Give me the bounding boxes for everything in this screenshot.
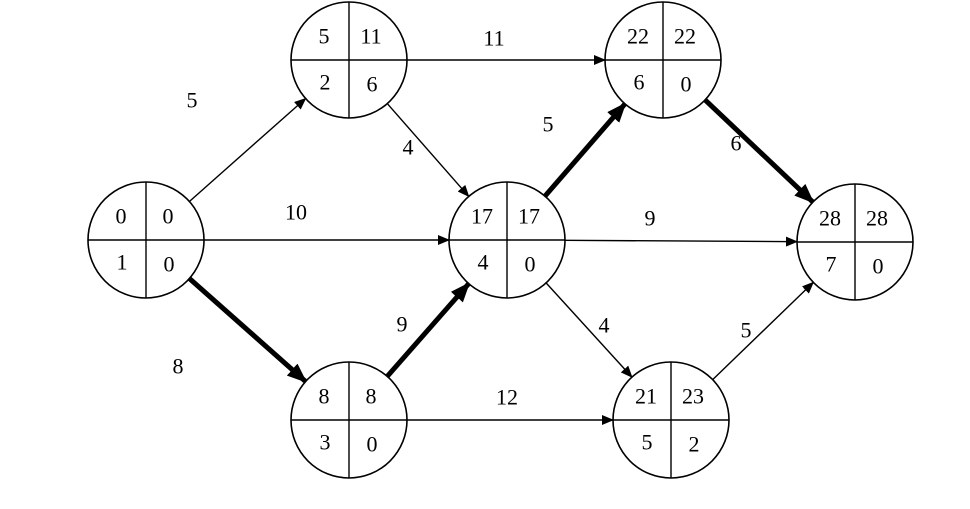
edge-duration-label: 4 xyxy=(403,135,414,160)
node-cell-top-left: 28 xyxy=(819,206,841,231)
edge-2-4 xyxy=(386,103,470,198)
node-cell-top-right: 28 xyxy=(866,206,888,231)
edge-4-7 xyxy=(564,236,799,247)
node-cell-top-right: 17 xyxy=(518,204,540,229)
event-node-5: 21 23 5 2 xyxy=(612,361,730,479)
event-node-1: 0 0 1 0 xyxy=(87,181,205,299)
edge-1-3-critical xyxy=(187,276,308,384)
node-cell-top-left: 8 xyxy=(319,384,330,409)
node-cell-bottom-right: 0 xyxy=(164,252,175,277)
node-cell-bottom-right: 0 xyxy=(367,432,378,457)
edge-4-5 xyxy=(545,282,633,378)
node-cell-top-right: 22 xyxy=(674,24,696,49)
edge-duration-label: 12 xyxy=(496,385,518,410)
edge-duration-label: 5 xyxy=(741,318,752,343)
event-node-4: 17 17 4 0 xyxy=(448,181,566,299)
edge-6-7-critical xyxy=(703,98,815,204)
node-cell-bottom-right: 2 xyxy=(689,432,700,457)
edge-3-4-critical xyxy=(385,281,471,379)
node-cell-top-left: 21 xyxy=(635,384,657,409)
node-cell-top-right: 0 xyxy=(163,204,174,229)
edge-duration-label: 9 xyxy=(645,206,656,231)
node-cell-bottom-left: 3 xyxy=(320,430,331,455)
edge-duration-label: 10 xyxy=(285,200,307,225)
node-cell-bottom-left: 2 xyxy=(320,70,331,95)
node-cell-top-right: 11 xyxy=(360,24,381,49)
node-cell-bottom-left: 7 xyxy=(826,252,837,277)
edge-duration-label: 5 xyxy=(187,88,198,113)
node-cell-bottom-left: 5 xyxy=(642,430,653,455)
node-cell-bottom-left: 4 xyxy=(478,250,489,275)
node-cell-bottom-right: 6 xyxy=(367,72,378,97)
edge-duration-label: 6 xyxy=(731,131,742,156)
event-node-2: 5 11 2 6 xyxy=(290,1,408,119)
node-cell-top-left: 0 xyxy=(116,204,127,229)
node-cell-top-right: 8 xyxy=(366,384,377,409)
edge-5-7 xyxy=(712,281,815,381)
event-node-6: 22 22 6 0 xyxy=(604,1,722,119)
edge-duration-label: 9 xyxy=(397,312,408,337)
node-cell-top-left: 5 xyxy=(319,24,330,49)
node-cell-bottom-left: 1 xyxy=(117,250,128,275)
node-cell-bottom-right: 0 xyxy=(873,254,884,279)
node-cell-bottom-right: 0 xyxy=(681,72,692,97)
edge-labels-layer: 5 10 8 11 4 9 12 5 9 4 6 5 xyxy=(173,26,752,410)
event-node-7: 28 28 7 0 xyxy=(796,183,914,301)
node-cell-top-left: 22 xyxy=(627,24,649,49)
edge-duration-label: 8 xyxy=(173,354,184,379)
node-cell-top-left: 17 xyxy=(471,204,493,229)
event-node-3: 8 8 3 0 xyxy=(290,361,408,479)
edge-duration-label: 5 xyxy=(543,112,554,137)
edges-layer xyxy=(187,55,815,425)
node-cell-bottom-right: 0 xyxy=(525,252,536,277)
edge-duration-label: 11 xyxy=(483,26,504,51)
edge-duration-label: 4 xyxy=(599,313,610,338)
edge-4-6-critical xyxy=(543,102,627,198)
node-cell-top-right: 23 xyxy=(682,384,704,409)
node-cell-bottom-left: 6 xyxy=(634,70,645,95)
edge-1-2 xyxy=(188,97,307,203)
